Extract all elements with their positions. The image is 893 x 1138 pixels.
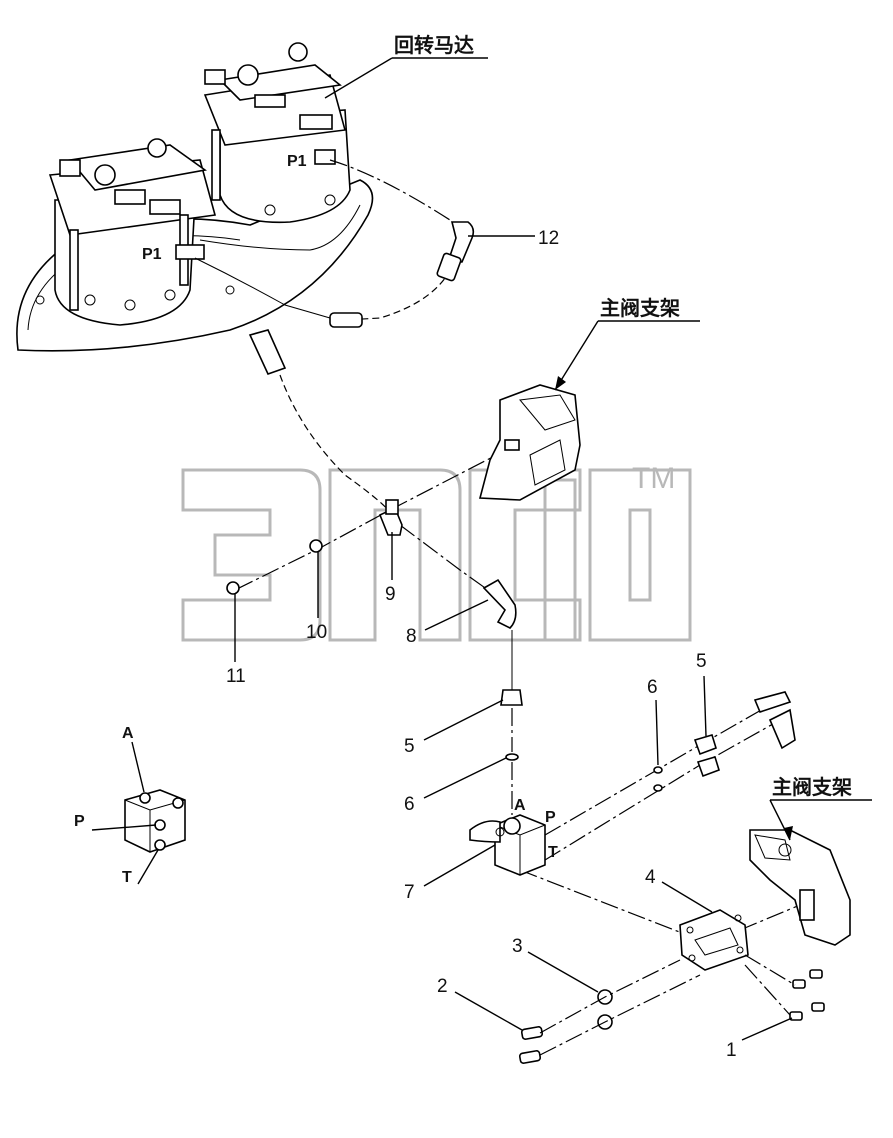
part-5-fitting-center xyxy=(500,689,523,706)
part-6-oring-right-b xyxy=(653,784,663,792)
part-1-bolt-b xyxy=(809,969,823,979)
label-port-a: A xyxy=(514,797,526,814)
bolts-and-washers xyxy=(518,954,825,1064)
part-6-oring-center xyxy=(505,753,519,761)
callout-10: 10 xyxy=(306,622,327,643)
part-2-bolt-b xyxy=(518,1050,542,1064)
callout-6-center: 6 xyxy=(404,794,415,815)
part-1-bolt-c xyxy=(789,1011,803,1021)
label-swing-motor: 回转马达 xyxy=(394,33,474,57)
label-main-valve-bracket-bottom: 主阀支架 xyxy=(772,775,852,799)
callout-12: 12 xyxy=(538,228,559,249)
part-9-bracket xyxy=(378,499,403,536)
callout-2: 2 xyxy=(437,976,448,997)
inset-valve-block xyxy=(124,789,186,853)
part-2-bolt-a xyxy=(520,1026,544,1040)
watermark-logo: TM xyxy=(181,462,692,642)
hose-fitting-left xyxy=(248,329,287,375)
callout-5-center: 5 xyxy=(404,736,415,757)
label-port-p: P xyxy=(545,809,556,826)
hose-fitting-mid xyxy=(329,312,363,328)
swing-motor-left xyxy=(35,138,235,326)
part-7-valve-block xyxy=(469,814,546,876)
label-inset-a: A xyxy=(122,725,134,742)
callout-9: 9 xyxy=(385,584,396,605)
callout-4: 4 xyxy=(645,867,656,888)
callout-6-right: 6 xyxy=(647,677,658,698)
part-10-washer xyxy=(309,539,323,553)
part-4-plate xyxy=(679,909,749,971)
swing-motor-right xyxy=(203,42,351,224)
callout-7: 7 xyxy=(404,882,415,903)
label-port-t: T xyxy=(548,844,558,861)
callout-5-right: 5 xyxy=(696,651,707,672)
callout-8: 8 xyxy=(406,626,417,647)
callout-1: 1 xyxy=(726,1040,737,1061)
hose-lines xyxy=(194,159,801,941)
part-1-bolt-a xyxy=(792,979,806,989)
label-inset-p: P xyxy=(74,813,85,830)
main-valve-bracket-top xyxy=(478,384,581,501)
watermark-trademark: TM xyxy=(632,462,675,495)
part-1-bolt-d xyxy=(811,1002,825,1012)
label-p1-left: P1 xyxy=(142,246,162,263)
part-5-fitting-right-b xyxy=(696,756,720,778)
callout-3: 3 xyxy=(512,936,523,957)
main-valve-bracket-bottom xyxy=(749,829,851,946)
part-6-oring-right-a xyxy=(653,766,663,774)
label-p1-right: P1 xyxy=(287,153,307,170)
label-inset-t: T xyxy=(122,869,132,886)
label-main-valve-bracket-top: 主阀支架 xyxy=(600,296,680,320)
right-fittings xyxy=(653,691,796,792)
part-5-fitting-right-a xyxy=(693,734,717,756)
part-11-bolt xyxy=(226,581,240,595)
part-8-elbow xyxy=(482,578,517,629)
callout-11: 11 xyxy=(226,666,246,687)
